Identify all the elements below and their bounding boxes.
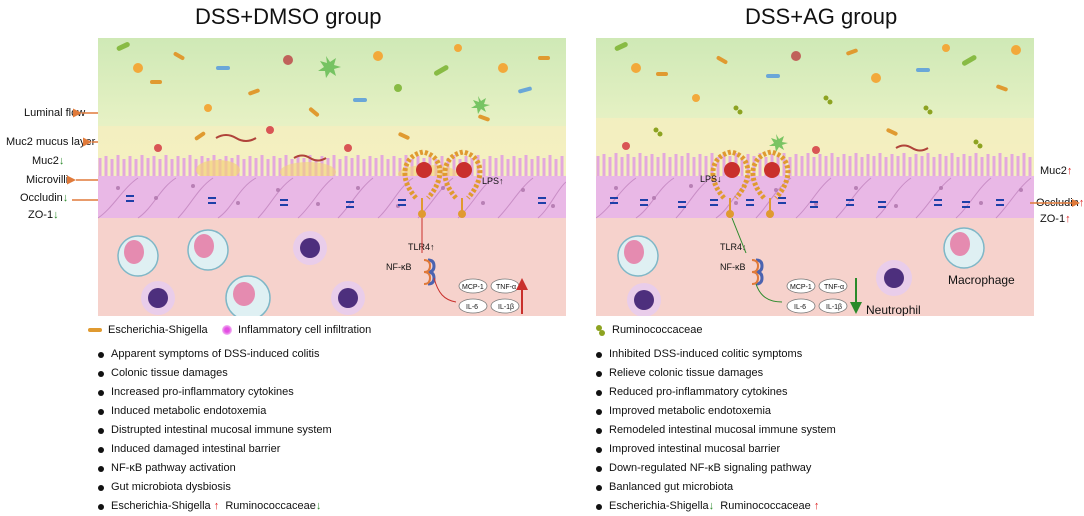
zo1-label-right: ZO-1↑ xyxy=(1040,213,1071,225)
right-bullet: Inhibited DSS-induced colitic symptoms xyxy=(596,345,836,364)
right-gut-diagram: LPS↓ TLR4↓ NF-κB MCP-1 TNF-α IL-6 IL-1β … xyxy=(596,38,1034,316)
legend-inflammatory: Inflammatory cell infiltration xyxy=(222,324,371,336)
right-bullet: Banlanced gut microbiota xyxy=(596,478,836,497)
tnfa-label-left: TNF-α xyxy=(496,284,516,291)
tnfa-label-right: TNF-α xyxy=(824,284,844,291)
lps-label-right: LPS↓ xyxy=(700,174,722,184)
right-bullet-microbiota: Escherichia-Shigella↓ Ruminococcaceae ↑ xyxy=(596,497,836,516)
left-bullet: NF-κB pathway activation xyxy=(98,459,332,478)
left-bullet: Increased pro-inflammatory cytokines xyxy=(98,383,332,402)
ruminococcaceae-icon xyxy=(596,325,606,336)
right-bullet: Reduced pro-inflammatory cytokines xyxy=(596,383,836,402)
right-bullet: Relieve colonic tissue damages xyxy=(596,364,836,383)
right-bullet-list: Inhibited DSS-induced colitic symptoms R… xyxy=(596,345,836,516)
left-bullet: Distrupted intestinal mucosal immune sys… xyxy=(98,421,332,440)
il1b-label-right: IL-1β xyxy=(826,304,842,311)
microvilli-label: Microvilli xyxy=(26,174,69,186)
legend-escherichia: Escherichia-Shigella xyxy=(88,324,208,336)
tlr4-label-left: TLR4↑ xyxy=(408,242,435,252)
nfkb-label-left: NF-κB xyxy=(386,262,412,272)
il1b-label-left: IL-1β xyxy=(498,304,514,311)
tlr4-label-right: TLR4↓ xyxy=(720,242,747,252)
right-panel-title: DSS+AG group xyxy=(745,4,898,29)
right-pointer-arrow xyxy=(1030,199,1080,207)
occludin-label-left: Occludin↓ xyxy=(20,192,69,204)
left-bullet-microbiota: Escherichia-Shigella ↑ Ruminococcaceae↓ xyxy=(98,497,332,516)
nfkb-label-right: NF-κB xyxy=(720,262,746,272)
muc2-label-left: Muc2↓ xyxy=(32,155,65,167)
legend-inflammatory-label: Inflammatory cell infiltration xyxy=(238,324,372,336)
lps-label-left: LPS↑ xyxy=(482,176,504,186)
left-bullet: Apparent symptoms of DSS-induced colitis xyxy=(98,345,332,364)
left-bullet-list: Apparent symptoms of DSS-induced colitis… xyxy=(98,345,332,516)
il6-label-right: IL-6 xyxy=(794,304,806,311)
legend-ruminococcaceae-label: Ruminococcaceae xyxy=(612,324,703,336)
il6-label-left: IL-6 xyxy=(466,304,478,311)
right-bullet: Down-regulated NF-κB signaling pathway xyxy=(596,459,836,478)
macrophage-label: Macrophage xyxy=(948,273,1015,287)
right-bullet: Improved intestinal mucosal barrier xyxy=(596,440,836,459)
inflammatory-cell-icon xyxy=(222,325,232,335)
left-pointer-arrows xyxy=(67,108,100,201)
left-gut-diagram: LPS↑ TLR4↑ NF-κB MCP-1 TNF-α IL-6 IL-1β xyxy=(98,38,566,316)
luminal-flow-label: Luminal flow xyxy=(24,107,86,119)
right-bullet: Improved metabolic endotoxemia xyxy=(596,402,836,421)
mucus-layer-label: Muc2 mucus layer xyxy=(6,136,96,148)
mcp1-label-right: MCP-1 xyxy=(790,284,812,291)
escherichia-icon xyxy=(88,328,102,332)
left-bullet: Induced damaged intestinal barrier xyxy=(98,440,332,459)
mcp1-label-left: MCP-1 xyxy=(462,284,484,291)
legend-ruminococcaceae: Ruminococcaceae xyxy=(596,324,703,336)
right-bullet: Remodeled intestinal mucosal immune syst… xyxy=(596,421,836,440)
muc2-label-right: Muc2↑ xyxy=(1040,165,1073,177)
left-bullet: Gut microbiota dysbiosis xyxy=(98,478,332,497)
zo1-label-left: ZO-1↓ xyxy=(28,209,59,221)
left-panel-title: DSS+DMSO group xyxy=(195,4,382,29)
legend-escherichia-label: Escherichia-Shigella xyxy=(108,324,208,336)
neutrophil-label: Neutrophil xyxy=(866,303,921,316)
left-bullet: Colonic tissue damages xyxy=(98,364,332,383)
left-bullet: Induced metabolic endotoxemia xyxy=(98,402,332,421)
